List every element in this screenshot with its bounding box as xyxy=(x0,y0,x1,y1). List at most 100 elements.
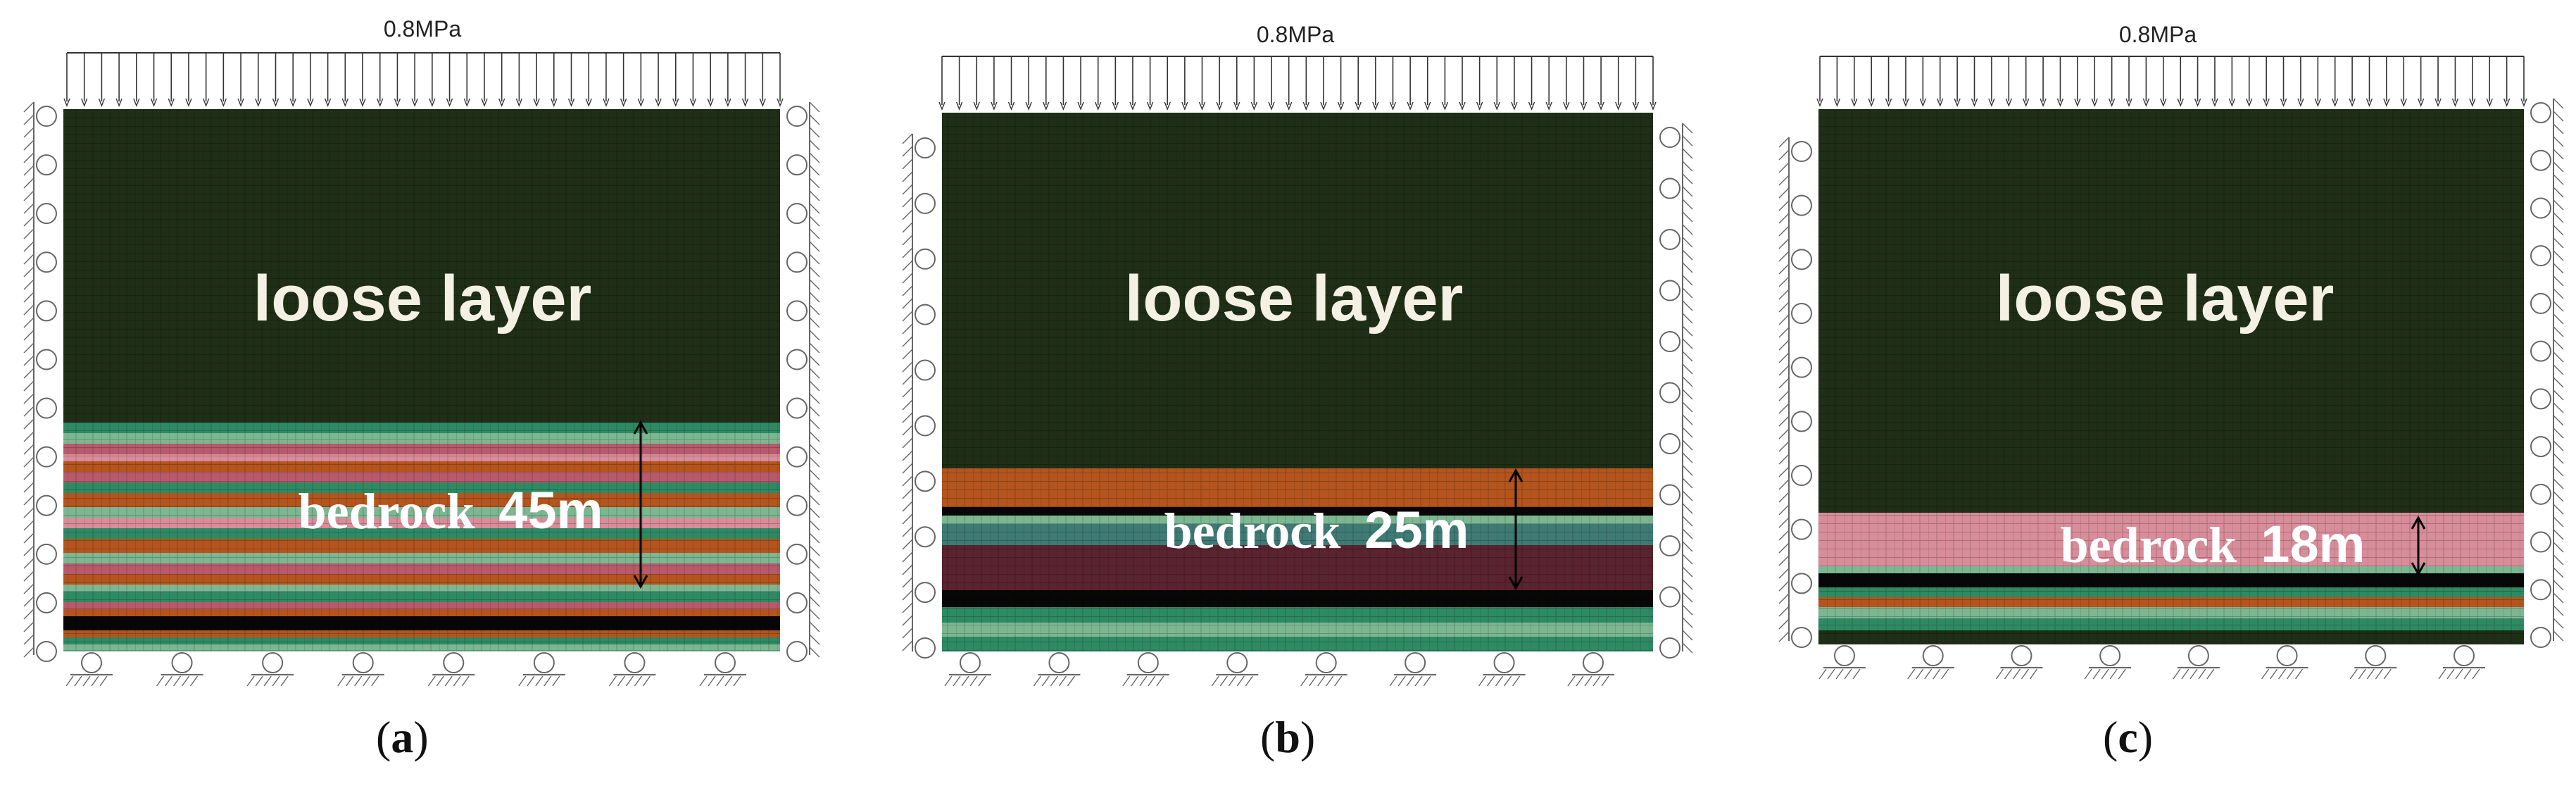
ground-hatch xyxy=(2295,668,2304,680)
support-hatch xyxy=(23,621,34,632)
ground-hatch xyxy=(427,675,436,687)
pressure-arrow-head xyxy=(2280,98,2287,107)
roller-icon xyxy=(36,349,57,370)
support-hatch xyxy=(1778,175,1790,186)
pressure-arrow-head xyxy=(1112,101,1119,111)
caption-close: ) xyxy=(413,712,429,762)
support-hatch xyxy=(1778,149,1790,161)
roller-icon xyxy=(1791,303,1812,324)
ground-hatch xyxy=(1131,675,1139,687)
ground-hatch xyxy=(1397,675,1406,687)
support-hatch xyxy=(809,101,820,113)
support-hatch xyxy=(23,368,34,379)
caption-open: ( xyxy=(2103,712,2118,762)
support-hatch xyxy=(1682,528,1693,539)
support-hatch xyxy=(1682,186,1693,197)
ground-hatch xyxy=(2109,668,2118,680)
support-hatch xyxy=(23,558,34,569)
support-hatch xyxy=(902,551,913,563)
roller-icon xyxy=(2530,531,2551,553)
support-hatch xyxy=(809,279,820,290)
roller-icon xyxy=(1493,652,1515,673)
support-hatch xyxy=(23,241,34,252)
support-hatch xyxy=(809,152,820,163)
ground-hatch xyxy=(1148,675,1156,687)
pressure-arrow-head xyxy=(2365,98,2373,107)
support-hatch xyxy=(2553,428,2564,439)
pressure-arrow-head xyxy=(777,98,784,107)
support-hatch xyxy=(902,222,913,233)
support-hatch xyxy=(2553,377,2564,388)
arrow-down-icon xyxy=(2411,562,2426,577)
support-hatch xyxy=(1682,566,1693,578)
pressure-arrow-head xyxy=(2091,98,2098,107)
thickness-arrow xyxy=(633,420,648,590)
pressure-arrow-head xyxy=(2194,98,2201,107)
caption-open: ( xyxy=(376,712,391,762)
support-hatch xyxy=(1778,390,1790,401)
support-hatch xyxy=(902,412,913,423)
support-hatch xyxy=(809,456,820,468)
roller-icon xyxy=(1659,382,1680,404)
roller-icon xyxy=(36,251,57,273)
caption-letter: b xyxy=(1275,712,1300,762)
support-hatch xyxy=(23,139,34,151)
support-hatch xyxy=(1682,148,1693,159)
pressure-arrow-head xyxy=(707,98,714,107)
support-hatch xyxy=(23,532,34,544)
support-hatch xyxy=(23,418,34,430)
ground-hatch xyxy=(1156,675,1164,687)
support-hatch xyxy=(23,494,34,506)
ground-hatch xyxy=(716,675,724,687)
ground-hatch xyxy=(2189,668,2198,680)
pressure-arrow-head xyxy=(1988,98,1995,107)
ground-hatch xyxy=(518,675,527,687)
pressure-arrow-head xyxy=(551,98,558,107)
roller-icon xyxy=(1659,637,1680,659)
support-hatch xyxy=(902,133,913,144)
bedrock-word: bedrock xyxy=(299,483,475,539)
ground-hatch xyxy=(699,675,708,687)
pressure-arrow-head xyxy=(1511,101,1518,111)
roller-icon xyxy=(2454,645,2475,666)
pressure-arrow-head xyxy=(2297,98,2304,107)
support-hatch xyxy=(2553,225,2564,236)
support-hatch xyxy=(23,393,34,404)
support-hatch xyxy=(1682,351,1693,362)
support-hatch xyxy=(23,177,34,189)
pressure-arrow-head xyxy=(2400,98,2407,107)
ground-hatch xyxy=(280,675,289,687)
support-hatch xyxy=(902,336,913,347)
ground-hatch xyxy=(969,675,978,687)
ground-hatch xyxy=(1941,668,1949,680)
roller-icon xyxy=(1659,484,1680,506)
support-hatch xyxy=(2553,212,2564,223)
support-hatch xyxy=(809,545,820,556)
pressure-arrow-head xyxy=(1441,101,1449,111)
support-hatch xyxy=(809,355,820,366)
support-hatch xyxy=(1682,237,1693,248)
ground-hatch xyxy=(1211,675,1219,687)
pressure-arrow-head xyxy=(620,98,627,107)
ground-hatch xyxy=(1309,675,1317,687)
pressure-arrow-head xyxy=(1007,101,1015,111)
ground-hatch xyxy=(346,675,354,687)
pressure-arrow-head xyxy=(1337,101,1345,111)
roller-icon xyxy=(915,582,936,604)
support-hatch xyxy=(1682,199,1693,210)
roller-icon xyxy=(2187,645,2209,666)
support-hatch xyxy=(902,374,913,385)
support-hatch xyxy=(1778,504,1790,516)
pressure-arrow-head xyxy=(1902,98,1909,107)
roller-icon xyxy=(1659,331,1680,352)
pressure-arrow-head xyxy=(359,98,366,107)
ground-hatch xyxy=(1818,668,1827,680)
support-hatch xyxy=(1778,365,1790,376)
pressure-arrow-head xyxy=(938,101,945,111)
support-hatch xyxy=(902,184,913,195)
arrow-up-icon xyxy=(2411,515,2426,530)
pressure-label: 0.8MPa xyxy=(2119,22,2197,47)
arrow-down-icon xyxy=(633,575,648,590)
thickness-arrow xyxy=(2411,515,2426,577)
support-hatch xyxy=(1778,213,1790,224)
